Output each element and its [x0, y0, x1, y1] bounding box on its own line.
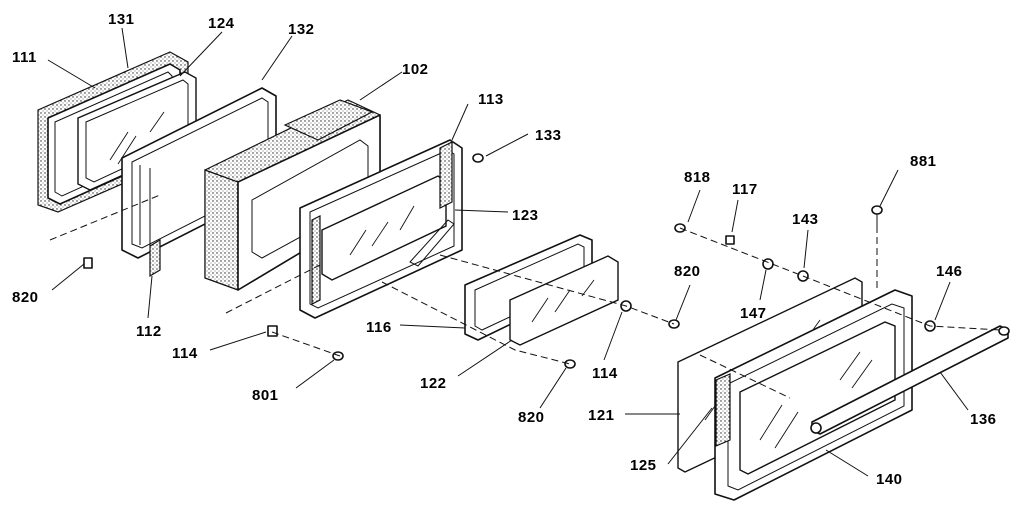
- label-147: 147: [740, 305, 767, 322]
- label-122: 122: [420, 375, 447, 392]
- label-123: 123: [512, 207, 539, 224]
- label-820-bottom: 820: [518, 409, 545, 426]
- label-114-left: 114: [172, 345, 198, 362]
- label-116: 116: [366, 319, 392, 336]
- part-140-outer-door: [714, 289, 913, 501]
- fastener-114-bottom: [267, 325, 278, 337]
- leader-lines: [47, 27, 969, 477]
- part-102-insulation-box: [204, 99, 381, 291]
- label-140: 140: [876, 471, 903, 488]
- label-125: 125: [630, 457, 657, 474]
- label-117: 117: [732, 181, 758, 198]
- fastener-133: [472, 153, 484, 163]
- label-114-mid: 114: [592, 365, 618, 382]
- label-133: 133: [535, 127, 562, 144]
- label-132: 132: [288, 21, 315, 38]
- fastener-820-bottom: [564, 359, 576, 369]
- label-112: 112: [136, 323, 162, 340]
- assembly-lines: [49, 194, 1001, 399]
- label-124: 124: [208, 15, 235, 32]
- part-labels: 111 131 124 132 102 113 133 123 818 117 …: [12, 11, 997, 488]
- label-820-right: 820: [674, 263, 701, 280]
- label-136: 136: [970, 411, 997, 428]
- label-801: 801: [252, 387, 279, 404]
- label-820-left: 820: [12, 289, 39, 306]
- label-113: 113: [478, 91, 504, 108]
- fastener-801: [332, 351, 344, 361]
- fastener-881: [871, 205, 883, 226]
- label-111: 111: [12, 49, 37, 66]
- fastener-117: [725, 235, 735, 245]
- part-122-glass: [509, 255, 619, 346]
- label-102: 102: [402, 61, 429, 78]
- label-131: 131: [108, 11, 135, 28]
- part-113-inner-frame: [299, 139, 463, 319]
- label-143: 143: [792, 211, 819, 228]
- label-146: 146: [936, 263, 963, 280]
- part-136-handle: [810, 325, 1010, 435]
- fastener-820-left: [83, 257, 93, 269]
- label-881: 881: [910, 153, 937, 170]
- label-818: 818: [684, 169, 711, 186]
- label-121: 121: [588, 407, 615, 424]
